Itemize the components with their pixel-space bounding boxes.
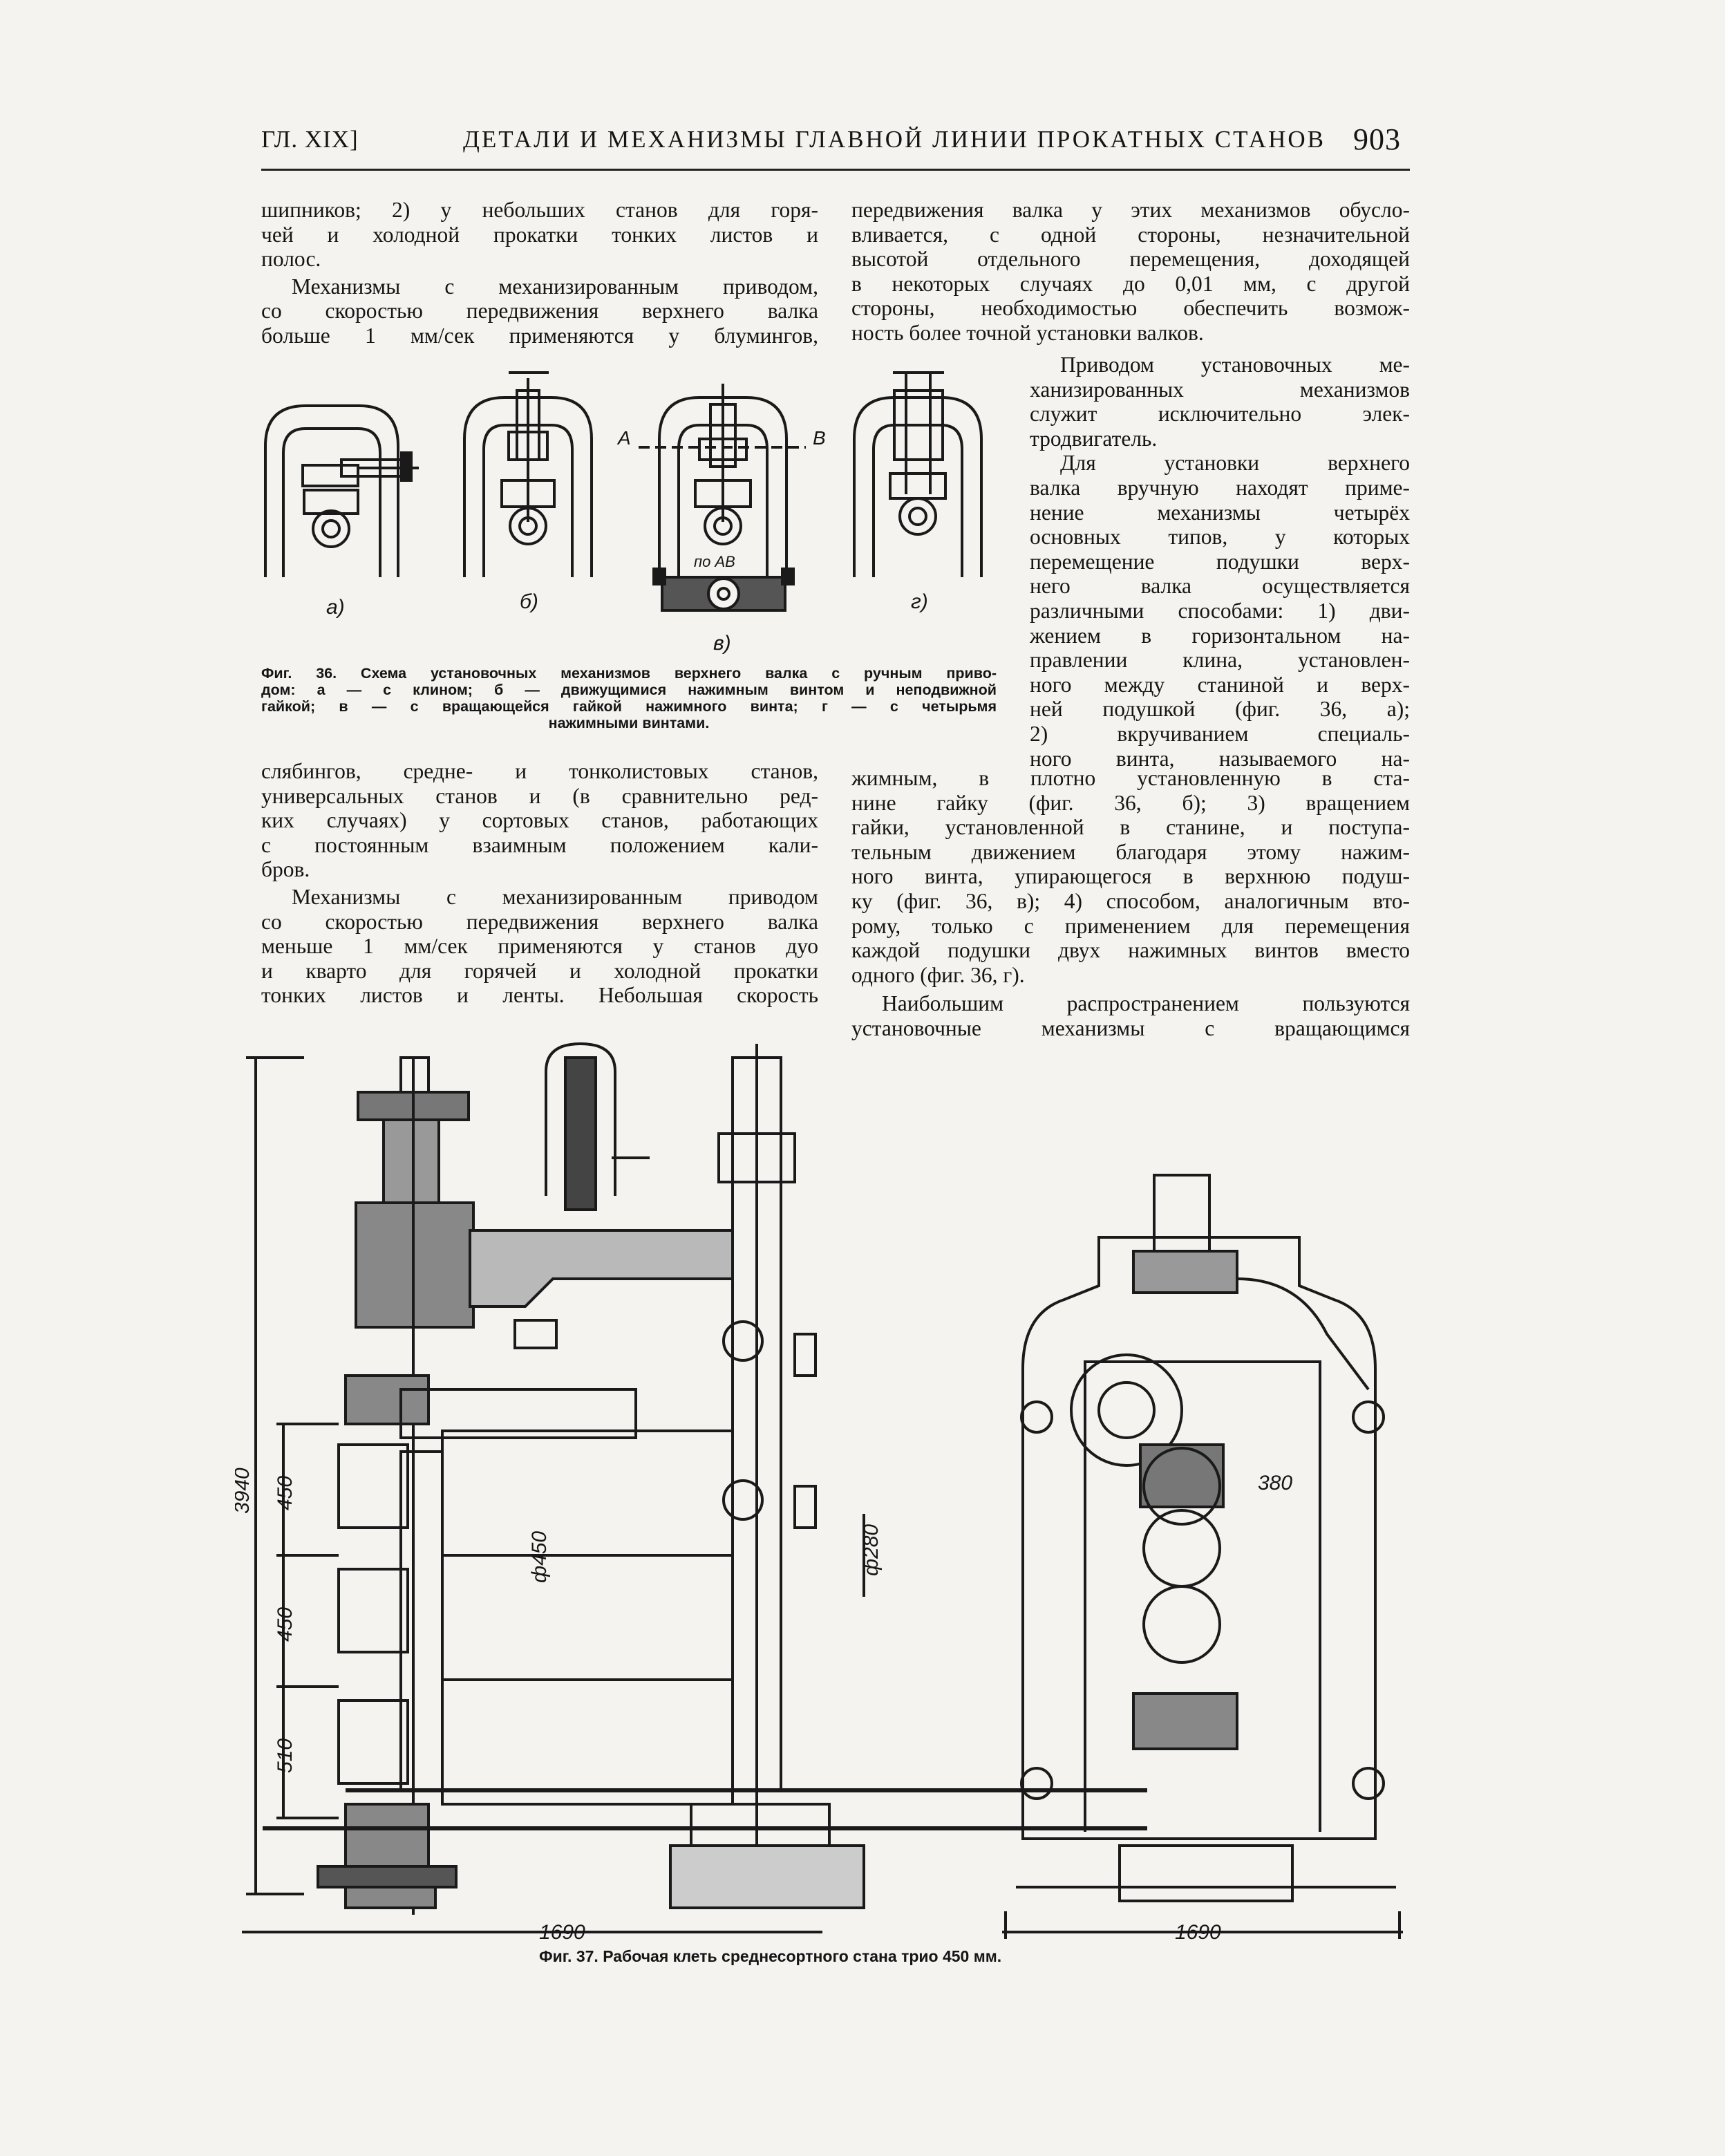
right-column-top: передвижения валка у этих механизмов обу… [851, 198, 1410, 346]
fig36-label-v: в) [713, 632, 731, 655]
text-line: него валка осуществляется [1030, 574, 1410, 599]
left-column-top: шипников; 2) у небольших станов для горя… [261, 198, 818, 348]
text-line: меньше 1 мм/сек применяются у станов дуо [261, 934, 818, 959]
text-line: с постоянным взаимным положением кали- [261, 832, 818, 857]
dim-phi-450: ф450 [528, 1531, 551, 1583]
dim-1690-left: 1690 [539, 1921, 585, 1942]
text-line: ку (фиг. 36, в); 4) способом, аналогичны… [851, 888, 1410, 913]
figure-37-drawing: 3940 450 450 510 ф450 ф280 380 1690 1690 [235, 1042, 1403, 1942]
text-line: Наибольшим распространением пользуются [882, 991, 1410, 1016]
text-line: больше 1 мм/сек применяются у блумингов, [261, 323, 818, 348]
text-line: со скоростью передвижения верхнего валка [261, 909, 818, 934]
marker-a: А [616, 427, 631, 449]
dim-380: 380 [1258, 1472, 1292, 1494]
text-line: ких случаях) у сортовых станов, работающ… [261, 808, 818, 833]
caption-line: дом: а — с клином; б — движущимися нажим… [261, 682, 997, 698]
chapter-label: ГЛ. XIX] [261, 126, 359, 153]
text-line: и кварто для горячей и холодной прокатки [261, 958, 818, 983]
dim-510: 510 [274, 1738, 296, 1773]
text-line: Механизмы с механизированным приводом [292, 884, 818, 909]
text-line: тродвигатель. [1030, 426, 1158, 451]
dim-450-a: 450 [274, 1476, 296, 1510]
text-line: жимным, в плотно установленную в ста- [851, 766, 1410, 790]
text-line: со скоростью передвижения верхнего валка [261, 299, 818, 324]
left-column-bottom: слябингов, средне- и тонколистовых стано… [261, 759, 818, 1008]
text-line: ного винта, называемого на- [1030, 746, 1410, 771]
text-line: стороны, необходимостью обеспечить возмо… [851, 296, 1410, 321]
text-line: каждой подушки двух нажимных винтов вмес… [851, 938, 1410, 963]
text-line: служит исключительно элек- [1030, 402, 1410, 426]
text-line: ней подушкой (фиг. 36, а); [1030, 697, 1410, 722]
text-line: ность более точной установки валков. [851, 320, 1204, 345]
text-line: одного (фиг. 36, г). [851, 962, 1025, 987]
text-line: в некоторых случаях до 0,01 мм, с другой [851, 271, 1410, 296]
fig36-label-a: а) [326, 596, 345, 619]
dim-height-total: 3940 [235, 1468, 254, 1514]
text-line: ного между станиной и верх- [1030, 672, 1410, 697]
text-line: валка вручную находят приме- [1030, 475, 1410, 500]
figure-36-drawing: А В по АВ а) б) в) г) [264, 371, 983, 655]
text-line: Для установки верхнего [1060, 451, 1410, 476]
dim-1690-right: 1690 [1175, 1921, 1221, 1942]
figure-37-caption: Фиг. 37. Рабочая клеть среднесортного ст… [539, 1947, 1002, 1965]
text-line: ханизированных механизмов [1030, 377, 1410, 402]
text-line: чей и холодной прокатки тонких листов и [261, 222, 818, 247]
caption-line: гайкой; в — с вращающейся гайкой нажимно… [261, 698, 997, 715]
text-line: Механизмы с механизированным приводом, [292, 274, 818, 299]
text-line: универсальных станов и (в сравнительно р… [261, 783, 818, 808]
text-line: тельным движением благодаря этому нажим- [851, 839, 1410, 864]
text-line: вливается, с одной стороны, незначительн… [851, 222, 1410, 247]
dim-450-b: 450 [274, 1607, 296, 1642]
text-line: различными способами: 1) дви- [1030, 598, 1410, 623]
right-column-bottom: жимным, в плотно установленную в ста- ни… [851, 766, 1410, 1041]
text-line: Приводом установочных ме- [1060, 353, 1410, 377]
text-line: тонких листов и ленты. Небольшая скорост… [261, 983, 818, 1008]
text-line: передвижения валка у этих механизмов обу… [851, 198, 1410, 222]
caption-line: нажимными винтами. [548, 715, 710, 731]
fig36-label-g: г) [911, 590, 928, 613]
text-line: 2) вкручиванием специаль- [1030, 721, 1410, 746]
header-rule [261, 169, 1410, 171]
text-line: слябингов, средне- и тонколистовых стано… [261, 759, 818, 783]
text-line: бров. [261, 857, 310, 882]
text-line: полос. [261, 247, 321, 272]
dim-phi-280: ф280 [860, 1524, 883, 1576]
right-column-narrow: Приводом установочных ме- ханизированных… [1030, 353, 1410, 771]
caption-line: Фиг. 36. Схема установочных механизмов в… [261, 665, 997, 682]
text-line: установочные механизмы с вращающимся [851, 1015, 1410, 1040]
text-line: правлении клина, установлен- [1030, 648, 1410, 673]
section-label: по АВ [694, 553, 735, 570]
fig36-label-b: б) [520, 590, 538, 613]
text-line: жением в горизонтальном на- [1030, 623, 1410, 648]
text-line: основных типов, у которых [1030, 525, 1410, 550]
text-line: нине гайку (фиг. 36, б); 3) вращением [851, 790, 1410, 815]
text-line: высотой отдельного перемещения, доходяще… [851, 247, 1410, 272]
figure-36-caption: Фиг. 36. Схема установочных механизмов в… [261, 665, 997, 731]
page-number: 903 [1353, 122, 1401, 156]
text-line: шипников; 2) у небольших станов для горя… [261, 198, 818, 222]
text-line: гайки, установленной в станине, и поступ… [851, 815, 1410, 840]
marker-b: В [813, 427, 826, 449]
text-line: нение механизмы четырёх [1030, 500, 1410, 525]
text-line: ного винта, упирающегося в верхнюю подуш… [851, 864, 1410, 889]
text-line: рому, только с применением для перемещен… [851, 913, 1410, 938]
running-title: ДЕТАЛИ И МЕХАНИЗМЫ ГЛАВНОЙ ЛИНИИ ПРОКАТН… [463, 126, 1326, 153]
text-line: перемещение подушки верх- [1030, 549, 1410, 574]
